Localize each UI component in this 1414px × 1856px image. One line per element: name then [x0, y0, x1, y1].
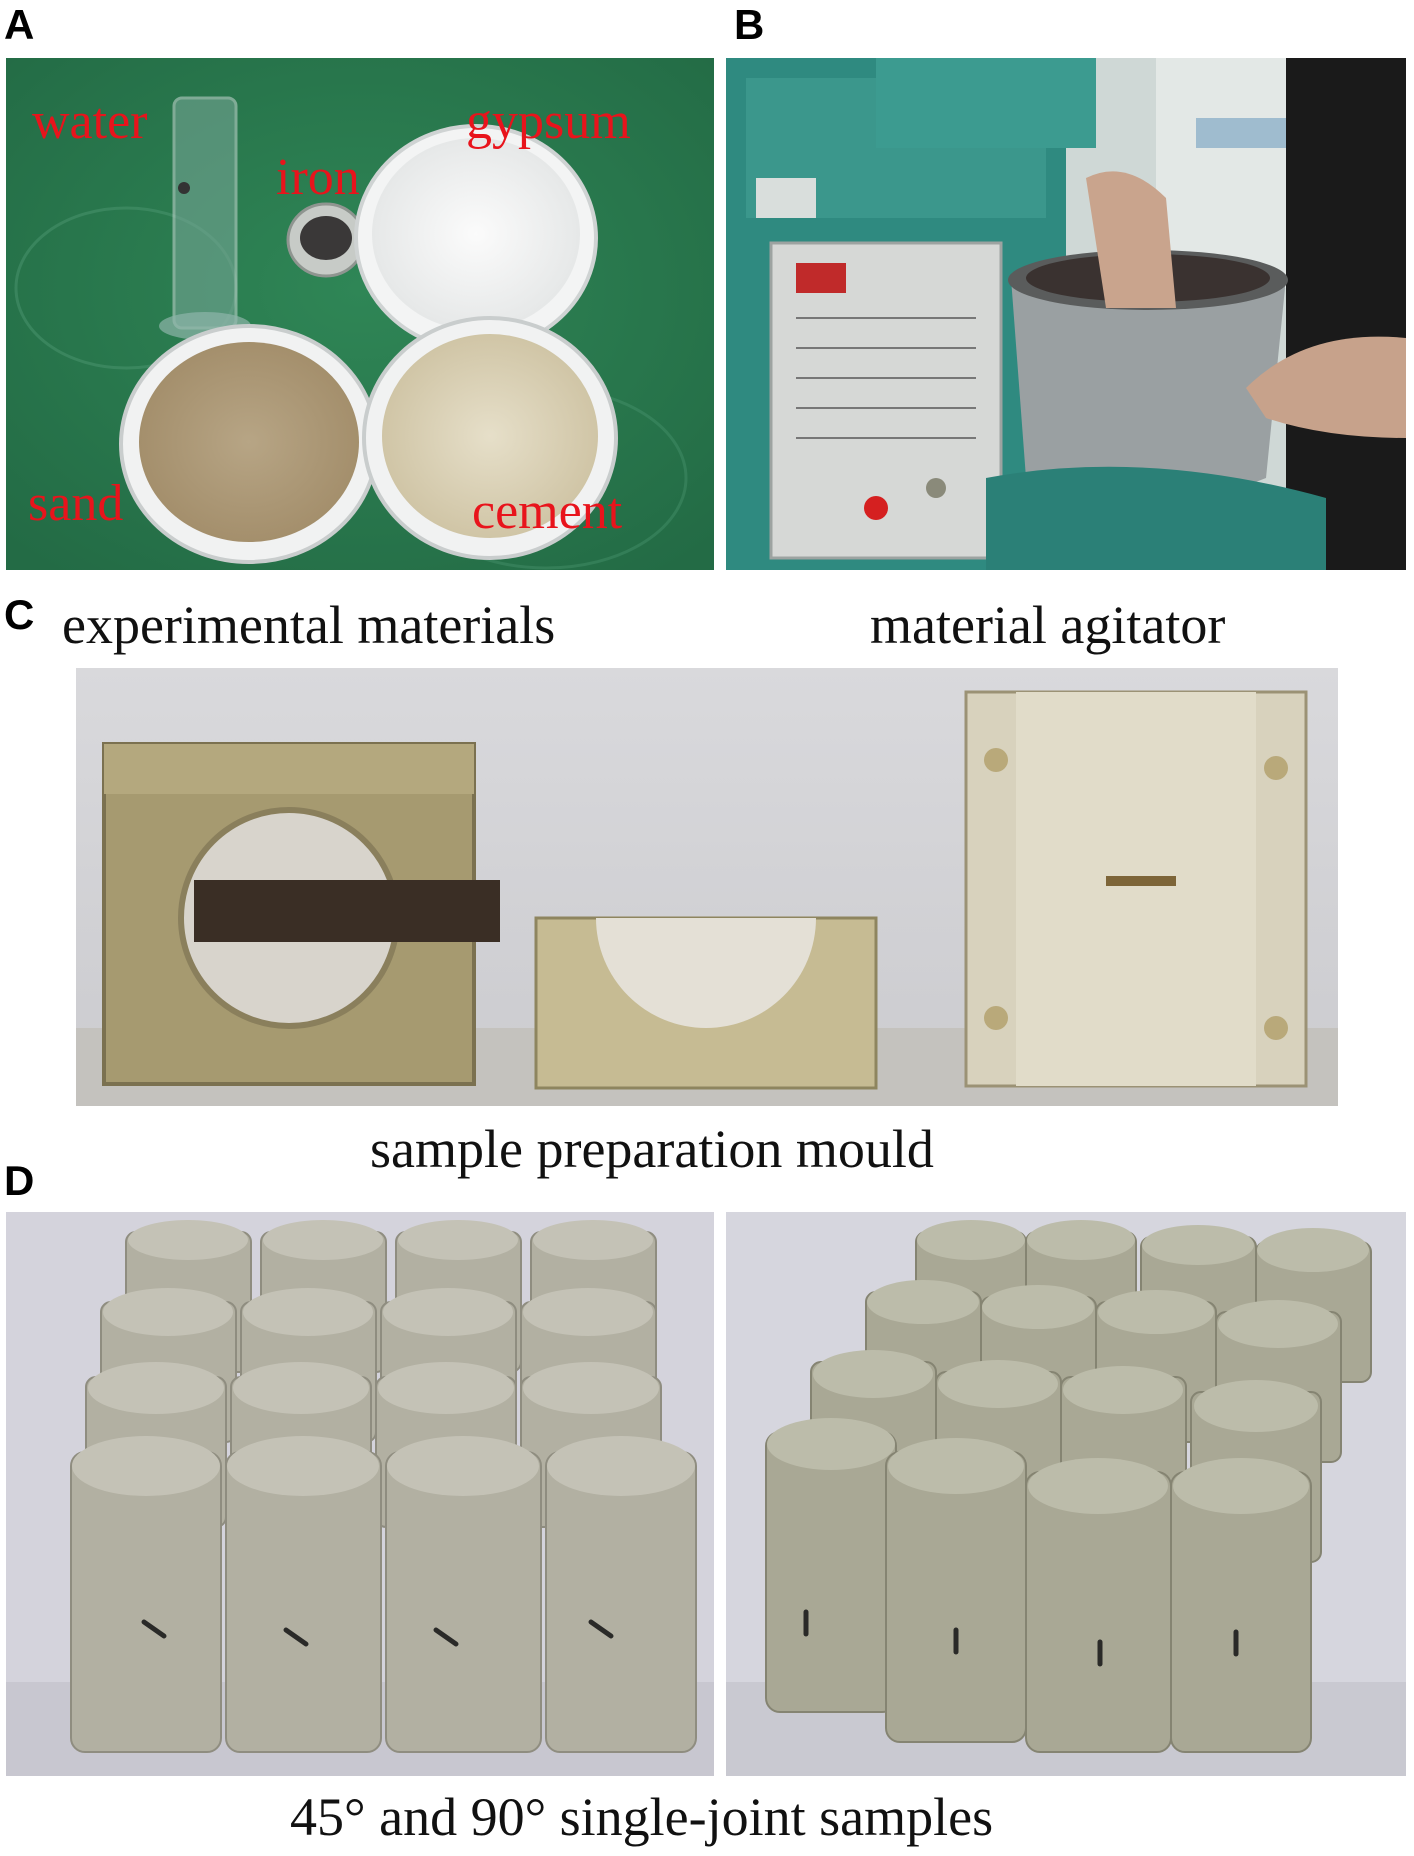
caption-material-agitator: material agitator — [870, 595, 1226, 655]
caption-single-joint-samples: 45° and 90° single-joint samples — [290, 1787, 994, 1847]
label-water: water — [32, 93, 148, 150]
panel-letter-a: A — [4, 1, 35, 48]
samples-45-photo — [6, 1212, 714, 1776]
agitator-photo — [726, 58, 1406, 570]
materials-photo: water iron gypsum sand cement — [6, 58, 714, 570]
caption-sample-preparation-mould: sample preparation mould — [370, 1119, 934, 1179]
caption-experimental-materials: experimental materials — [62, 595, 556, 655]
label-iron: iron — [276, 149, 360, 206]
panel-letter-b: B — [734, 1, 765, 48]
label-gypsum: gypsum — [466, 93, 631, 150]
mould-photo — [76, 668, 1338, 1106]
label-sand: sand — [28, 475, 124, 532]
label-cement: cement — [472, 483, 623, 540]
panel-letter-c: C — [4, 591, 35, 638]
panel-letter-d: D — [4, 1157, 35, 1204]
samples-90-photo — [726, 1212, 1406, 1776]
